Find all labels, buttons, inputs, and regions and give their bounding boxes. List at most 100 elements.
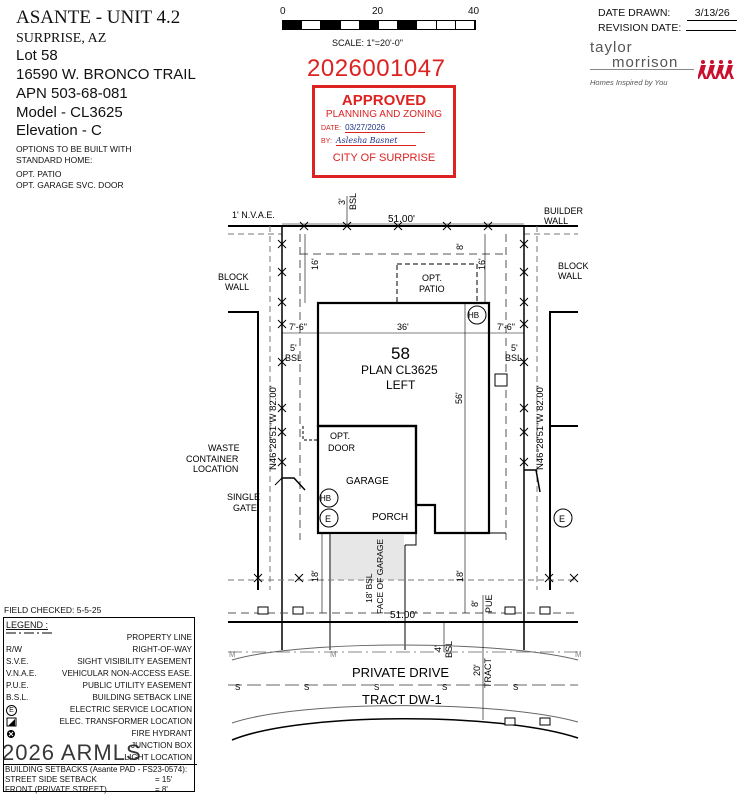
hb-label: HB <box>468 311 479 320</box>
elec-label: E <box>559 514 565 524</box>
svg-text:S: S <box>235 683 240 692</box>
front-setback-dim: 18' <box>310 570 320 582</box>
revision-date-value <box>686 30 737 32</box>
face-of-garage-2: FACE OF GARAGE <box>375 539 385 614</box>
side-setback-left: 7'-6" <box>289 322 307 332</box>
gate-label-2: GATE <box>233 503 257 513</box>
legend-title: LEGEND : <box>6 620 49 630</box>
waste-label-3: LOCATION <box>193 464 238 474</box>
porch-label: PORCH <box>372 512 408 523</box>
logo-figures-icon <box>698 60 734 79</box>
date-drawn-value: 3/13/26 <box>687 6 738 22</box>
transformer-icon <box>494 373 508 387</box>
svg-text:S: S <box>442 683 447 692</box>
elec-label: E <box>325 514 331 524</box>
opt-patio-label-1: OPT. <box>422 273 442 283</box>
block-wall-left-1: BLOCK <box>218 272 249 282</box>
fire-hydrant-legend-icon <box>7 730 15 738</box>
plan-lot-number: 58 <box>391 344 410 363</box>
scale-tick-label: 0 <box>280 6 286 17</box>
wall-markers <box>253 221 579 583</box>
svg-text:M: M <box>575 650 582 659</box>
side-bsl-label: BSL <box>285 353 302 363</box>
stamp-city: CITY OF SURPRISE <box>332 152 436 164</box>
setback-row: FRONT (PRIVATE STREET)= 8' <box>5 784 168 794</box>
builder-logo: taylor morrison Homes Inspired by You <box>590 39 734 87</box>
gate-label-1: SINGLE <box>227 492 260 502</box>
setback-row: STREET SIDE SETBACK= 15' <box>5 774 173 784</box>
apn: APN 503-68-081 <box>16 84 128 102</box>
opt-patio-outline <box>396 263 478 304</box>
legend-row: S.V.E.SIGHT VISIBILITY EASEMENT <box>6 657 192 666</box>
model: Model - CL3625 <box>16 103 123 121</box>
electric-service-legend-icon: E <box>6 705 17 716</box>
property-line-swatch <box>6 632 54 634</box>
house-footprint <box>316 301 491 535</box>
hose-bib-icon <box>319 488 339 508</box>
garage-label: GARAGE <box>346 476 389 487</box>
lot-number: Lot 58 <box>16 47 58 65</box>
svg-text:M: M <box>330 650 337 659</box>
stamp-by-row: BY:Aslesha Basnet <box>321 136 453 146</box>
field-checked: FIELD CHECKED: 5-5-25 <box>4 605 102 615</box>
block-wall-right-1: BLOCK <box>558 261 589 271</box>
svg-text:S: S <box>374 683 379 692</box>
block-wall-right-2: WALL <box>558 271 582 281</box>
logo-line-1: taylor <box>590 39 633 56</box>
rear-setback-dim: 16' <box>310 258 320 270</box>
electric-service-icon <box>553 508 573 528</box>
rear-width-dim: 51.00' <box>388 214 415 225</box>
svg-text:M: M <box>229 650 236 659</box>
side-bsl-right: 5' <box>511 343 518 353</box>
block-wall-left-2: WALL <box>225 282 249 292</box>
svg-text:S: S <box>513 683 518 692</box>
builder-wall-label-2: WALL <box>544 216 568 226</box>
opt-patio-label-2: PATIO <box>419 284 445 294</box>
side-setback-right: 7'-6" <box>497 322 515 332</box>
options-title-1: OPTIONS TO BE BUILT WITH <box>16 144 132 154</box>
legend-row: B.S.L.BUILDING SETBACK LINE <box>6 693 192 702</box>
house-width-dim: 36' <box>397 322 409 332</box>
stamp-signature: Aslesha Basnet <box>335 136 416 146</box>
logo-tagline: Homes Inspired by You <box>590 78 668 87</box>
bsl-4-label: BSL <box>444 641 454 658</box>
svg-text:S: S <box>304 683 309 692</box>
watermark: 2026 ARMLS <box>2 740 142 765</box>
side-bsl-label: BSL <box>505 353 522 363</box>
street-address: 16590 W. BRONCO TRAIL <box>16 66 196 83</box>
plan-orientation: LEFT <box>386 378 416 392</box>
pue-label: PUE <box>484 594 494 613</box>
side-bsl-left: 5' <box>290 343 297 353</box>
drawing-dates: DATE DRAWN: 3/13/26 REVISION DATE: <box>598 6 738 35</box>
tract-dim: 20' <box>472 664 482 676</box>
stamp-date-row: DATE:03/27/2026 <box>321 123 453 133</box>
builder-wall-label-1: BUILDER <box>544 206 584 216</box>
scale-bar <box>282 20 476 30</box>
legend-row: PROPERTY LINE <box>126 633 192 642</box>
waste-label-1: WASTE <box>208 443 240 453</box>
junction-box-icons <box>257 606 551 726</box>
scale-tick-label: 20 <box>372 6 384 17</box>
stamp-date-label: DATE: <box>321 125 342 132</box>
stamp-by-label: BY: <box>321 138 332 145</box>
right-bearing: N46°28'51"W 82.00' <box>535 385 546 470</box>
tract-name-label: TRACT DW-1 <box>362 692 442 707</box>
permit-number: 2026001047 <box>307 55 446 82</box>
electric-service-icon <box>319 508 339 528</box>
opt-door-label-1: OPT. <box>330 431 350 441</box>
face-of-garage-1: 18' BSL <box>364 573 374 603</box>
tract-label: TRACT <box>483 658 493 688</box>
revision-date-label: REVISION DATE: <box>598 22 682 35</box>
subdivision-title: ASANTE - UNIT 4.2 <box>16 7 181 28</box>
private-drive-label: PRIVATE DRIVE <box>352 665 449 680</box>
easement-marks: S S S S S M M M <box>229 650 582 692</box>
transformer-legend-icon <box>6 717 17 727</box>
lot-header: ASANTE - UNIT 4.2 SURPRISE, AZ Lot 58 16… <box>16 6 196 191</box>
option-item: OPT. PATIO <box>16 169 62 180</box>
house-depth-dim: 56' <box>454 392 464 404</box>
option-item: OPT. GARAGE SVC. DOOR <box>16 179 124 190</box>
building-setbacks: BUILDING SETBACKS (Asante PAD - FS23-057… <box>3 764 197 795</box>
legend-row: ELEC. TRANSFORMER LOCATION <box>6 717 192 728</box>
